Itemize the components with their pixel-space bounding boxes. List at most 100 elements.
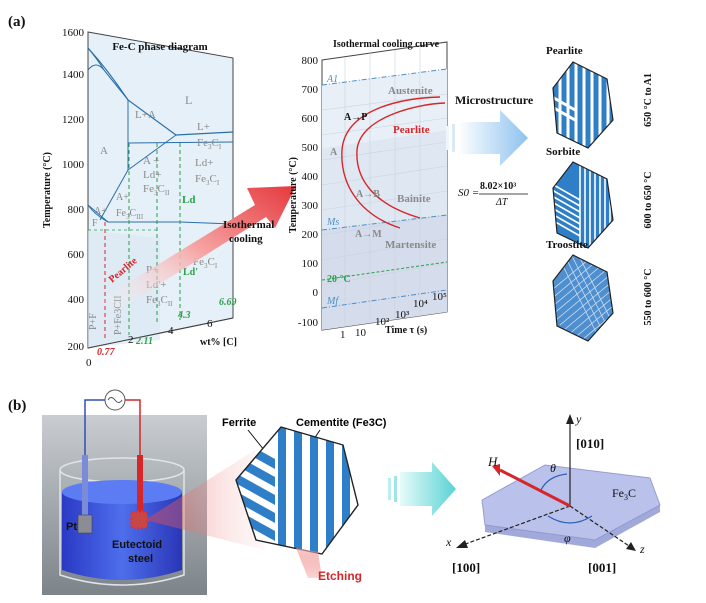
y-tick: 600 [302, 113, 319, 125]
special-0-77: 0.77 [97, 347, 116, 358]
label-h: H [487, 454, 498, 469]
mf-line [322, 289, 447, 309]
x-tick: 1 [340, 329, 346, 341]
label-20c: 20 °C [327, 274, 351, 285]
y-tick: -100 [298, 317, 319, 329]
iso-label-1: Isothermal [223, 219, 274, 231]
pt-electrode [77, 514, 93, 534]
y-tick: 300 [302, 200, 319, 212]
label-ms: Ms [326, 217, 339, 228]
x-tick: 10⁵ [432, 291, 447, 303]
beaker-wall [59, 470, 185, 586]
isothermal-cooling-curve: Isothermal cooling curve Temperature (°C… [288, 39, 448, 341]
ac-wave-icon [107, 397, 123, 403]
theta-arc [540, 473, 568, 491]
micro-range: 650 °C to A1 [643, 73, 654, 127]
label-mf: Mf [326, 296, 339, 307]
label-phi: φ [564, 531, 571, 545]
special-6-69: 6.69 [219, 297, 237, 308]
y-tick: 600 [68, 249, 85, 261]
microstructure-arrow-group: Microstructure S0 = 8.02×10³ ΔT [446, 93, 534, 208]
label-a-to-b: A→B [356, 189, 380, 200]
c-curve-finish [356, 102, 446, 219]
phase-Fe3C-I-2: Fe3CI [195, 173, 220, 187]
t20-line [322, 261, 447, 281]
axis-z-label: z [639, 542, 645, 556]
formula-left: S0 = [458, 187, 479, 199]
phase-y-ticks: 1600 1400 1200 1000 800 600 400 200 [62, 27, 85, 353]
x-tick: 0 [86, 357, 92, 369]
microstructure-title: Microstructure [455, 93, 534, 107]
label-martensite: Martensite [385, 239, 436, 251]
hex-border [552, 161, 614, 249]
y-axis-arrowhead [566, 414, 574, 424]
label-austenite: Austenite [388, 85, 433, 97]
eutectoid-line [87, 204, 234, 225]
label-bainite: Bainite [397, 193, 431, 205]
phase-A: A [100, 145, 108, 157]
hex-border [552, 61, 614, 149]
micro-name: Sorbite [546, 146, 580, 158]
martensite-band [322, 215, 447, 330]
phase-diagram-title: Fe-C phase diagram [112, 41, 207, 53]
micro-name: Pearlite [546, 45, 583, 57]
formula-denominator: ΔT [495, 197, 509, 208]
label-pt: Pt [66, 521, 77, 533]
phase-Fe3C-II: Fe3CII [143, 183, 170, 197]
phase-x-axis [87, 317, 234, 349]
phase-Ld-prime-green: Ld' [183, 267, 198, 278]
axis-y-label: y [575, 412, 582, 426]
special-2-11: 2.11 [135, 336, 153, 347]
hex-border [552, 254, 614, 342]
axis-x-label: x [445, 535, 452, 549]
x-tick: 10 [355, 327, 367, 339]
electrolyte [62, 492, 182, 580]
z-axis-arrowhead [626, 542, 636, 551]
label-fe3c: Fe3C [612, 486, 636, 502]
blue-arrow [458, 110, 528, 166]
ferrite-cementite-hexagon: Ferrite Cementite (Fe3C) Etching [222, 417, 387, 583]
cooling-title: Isothermal cooling curve [333, 39, 440, 50]
teal-arrow [388, 462, 456, 516]
ferrite-pointer [247, 429, 265, 451]
y-tick: 200 [302, 229, 319, 241]
y-tick: 200 [68, 341, 85, 353]
label-etching: Etching [318, 569, 362, 583]
phase-A-plus-F: A+ [94, 206, 107, 217]
phase-Fe3C-II-2: Fe3CII [146, 294, 173, 308]
wire-left [84, 399, 105, 455]
cooling-y-label: Temperature (°C) [288, 157, 299, 233]
label-cementite: Cementite (Fe3C) [296, 417, 387, 429]
steel-rod [137, 455, 143, 515]
lamellae-b [236, 427, 350, 554]
phase-F: F [92, 218, 98, 229]
phase-Ld-plus-2: Ld+ [195, 157, 213, 169]
c-curve-start [341, 96, 441, 229]
steel-electrode [130, 511, 148, 529]
hex-fill [553, 162, 613, 248]
label-a-to-p: A→P [344, 112, 367, 123]
phi-arc [547, 515, 593, 524]
etching-beam [296, 548, 322, 578]
phase-Fe3C-I: Fe3CI [197, 137, 222, 151]
arrow-tail-2 [446, 126, 449, 150]
a-boundary [99, 69, 129, 221]
x-tick: 4 [168, 325, 174, 337]
label-steel: steel [128, 553, 153, 565]
delta-region [87, 64, 105, 71]
a3-line [87, 204, 109, 223]
phase-P-Fe3C: P+Fe3CII [113, 295, 124, 335]
special-4-3: 4.3 [177, 310, 191, 321]
label-theta: θ [550, 461, 556, 475]
y-tick: 1400 [62, 69, 85, 81]
fe-c-phase-diagram: Fe-C phase diagram Temperature (°C) 1600… [42, 27, 237, 369]
label-eutectoid: Eutectoid [112, 539, 162, 551]
pearlite-hexagon: Pearlite 650 °C to A1 [546, 45, 654, 149]
phase-L: L [185, 93, 192, 107]
h-field-arrowhead [492, 464, 500, 476]
y-tick: 400 [68, 294, 85, 306]
x-tick: 10³ [395, 309, 410, 321]
panel-b-label: (b) [8, 398, 26, 414]
zoom-beam [145, 450, 265, 550]
